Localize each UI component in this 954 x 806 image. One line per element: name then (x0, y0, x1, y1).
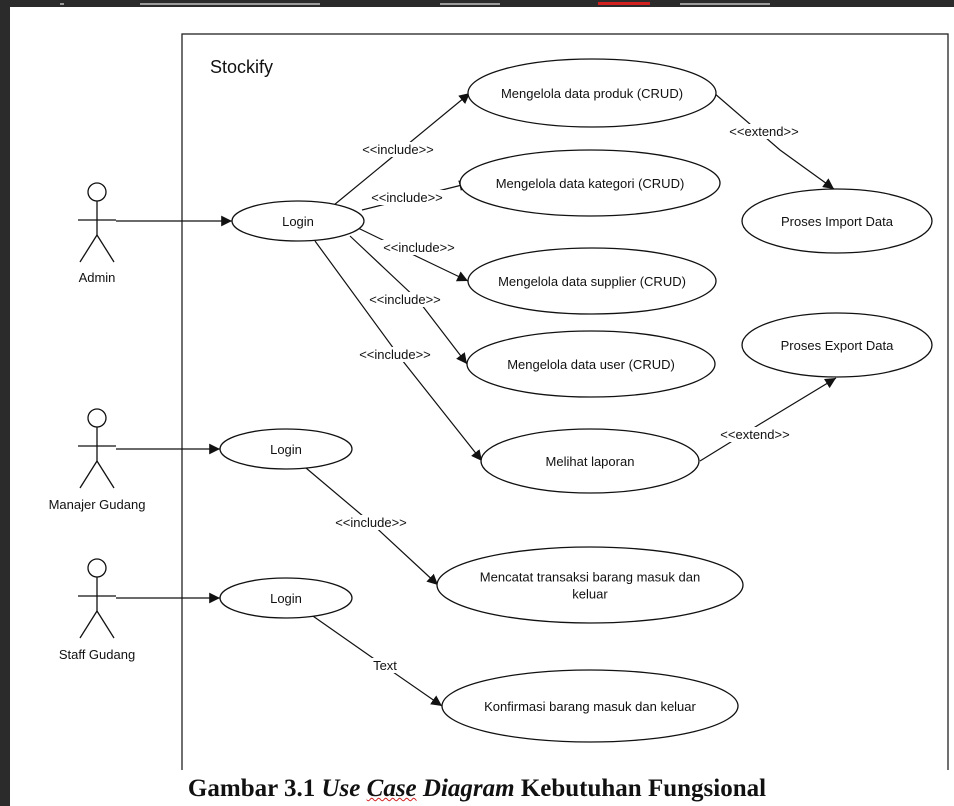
edges-layer: <<include>> <<include>> <<include>> <<inclu… (116, 92, 837, 707)
use-case-label: Konfirmasi barang masuk dan keluar (484, 699, 696, 714)
use-case-ellipse (219, 577, 353, 619)
use-case-uc-export: Proses Export Data (741, 312, 933, 378)
use-case-ellipse (219, 428, 353, 470)
cropped-text-fragment (440, 3, 500, 5)
use-case-label: Login (270, 591, 302, 606)
edge-label-e-ext-import: <<extend>> (729, 124, 798, 139)
use-case-login-staff: Login (219, 577, 353, 619)
use-case-label: Proses Export Data (781, 338, 894, 353)
use-case-uc-import: Proses Import Data (741, 188, 933, 254)
edge-e-inc-supplier (357, 227, 469, 282)
use-case-uc-user: Mengelola data user (CRUD) (466, 330, 716, 398)
edge-label-e-inc-user: <<include>> (369, 292, 441, 307)
edge-label-background (726, 124, 802, 139)
actor-leg-left (79, 460, 98, 489)
use-case-login-admin: Login (231, 200, 365, 242)
actor-label: Staff Gudang (59, 647, 135, 662)
actor-label: Manajer Gudang (49, 497, 146, 512)
actor-admin: Admin (78, 182, 116, 285)
edge-e-ext-export (699, 377, 837, 462)
use-case-ellipse (231, 200, 365, 242)
window-edge-left (0, 0, 10, 806)
use-case-ellipse (436, 546, 744, 624)
use-case-diagram: Stockify <<include>><<include>><<include… (49, 33, 949, 770)
edge-label-background (378, 240, 460, 255)
use-case-label: Login (270, 442, 302, 457)
use-case-uc-kategori: Mengelola data kategori (CRUD) (459, 149, 721, 217)
use-case-login-manajer: Login (219, 428, 353, 470)
use-case-uc-laporan: Melihat laporan (480, 428, 700, 494)
use-case-label: Mencatat transaksi barang masuk dan (480, 570, 700, 585)
system-title: Stockify (210, 57, 273, 77)
use-case-ellipse (459, 149, 721, 217)
use-case-ellipse (467, 58, 717, 128)
use-case-ellipse (741, 188, 933, 254)
cropped-text-line (20, 0, 920, 7)
edge-label-e-ext-export: <<extend>> (720, 427, 789, 442)
use-case-label: Login (282, 214, 314, 229)
actor-leg-right (96, 610, 115, 639)
edge-label-background (717, 427, 793, 442)
use-case-uc-transaksi: Mencatat transaksi barang masuk dan kelua… (436, 546, 744, 624)
use-case-label: Melihat laporan (546, 454, 635, 469)
use-case-uc-produk: Mengelola data produk (CRUD) (467, 58, 717, 128)
use-case-uc-konfirmasi: Konfirmasi barang masuk dan keluar (441, 669, 739, 743)
use-case-ellipse (466, 330, 716, 398)
edge-label-e-inc-kategori: <<include>> (371, 190, 443, 205)
spellcheck-underline (598, 2, 650, 5)
caption-italic-use: Use (321, 775, 367, 802)
use-case-label: Mengelola data supplier (CRUD) (498, 274, 686, 289)
edge-label-e-inc-produk: <<include>> (362, 142, 434, 157)
use-case-ellipse (480, 428, 700, 494)
edge-label-background (364, 292, 446, 307)
edge-label-e-inc-transaksi: <<include>> (335, 515, 407, 530)
caption-suffix: Kebutuhan Fungsional (514, 775, 767, 802)
caption-italic-diagram: Diagram (416, 775, 515, 802)
edge-label-background (366, 190, 448, 205)
actor-leg-left (79, 610, 98, 639)
edge-label-background (368, 658, 402, 673)
edge-label-background (330, 515, 412, 530)
edge-label-background (354, 347, 436, 362)
use-case-ellipse (741, 312, 933, 378)
use-case-uc-supplier: Mengelola data supplier (CRUD) (467, 247, 717, 315)
caption-italic-case: Case (366, 775, 417, 802)
actor-head (87, 558, 107, 578)
figure-caption: Gambar 3.1 Use Case Diagram Kebutuhan Fu… (0, 775, 954, 803)
cropped-text-fragment (140, 3, 320, 5)
actor-leg-right (96, 460, 115, 489)
caption-prefix: Gambar 3.1 (187, 775, 322, 802)
cropped-text-fragment (60, 3, 64, 5)
edge-label-e-inc-laporan: <<include>> (359, 347, 431, 362)
actor-label: Admin (79, 270, 116, 285)
actor-staff: Staff Gudang (59, 558, 135, 662)
use-case-label: Proses Import Data (781, 214, 894, 229)
system-boundary (181, 33, 949, 770)
actor-leg-left (79, 234, 98, 263)
cropped-text-fragment (680, 3, 770, 5)
actor-leg-right (96, 234, 115, 263)
use-case-ellipse (467, 247, 717, 315)
use-case-label: Mengelola data user (CRUD) (507, 357, 675, 372)
use-case-ellipse (441, 669, 739, 743)
use-case-label: Mengelola data produk (CRUD) (501, 86, 683, 101)
use-case-label: keluar (572, 587, 608, 602)
edge-label-e-inc-supplier: <<include>> (383, 240, 455, 255)
edge-label-e-text-konfirmasi: Text (373, 658, 397, 673)
actor-manajer: Manajer Gudang (49, 408, 146, 512)
use-case-label: Mengelola data kategori (CRUD) (496, 176, 685, 191)
edge-label-background (357, 142, 439, 157)
edge-e-ext-import (713, 92, 835, 190)
actor-head (87, 408, 107, 428)
actor-head (87, 182, 107, 202)
